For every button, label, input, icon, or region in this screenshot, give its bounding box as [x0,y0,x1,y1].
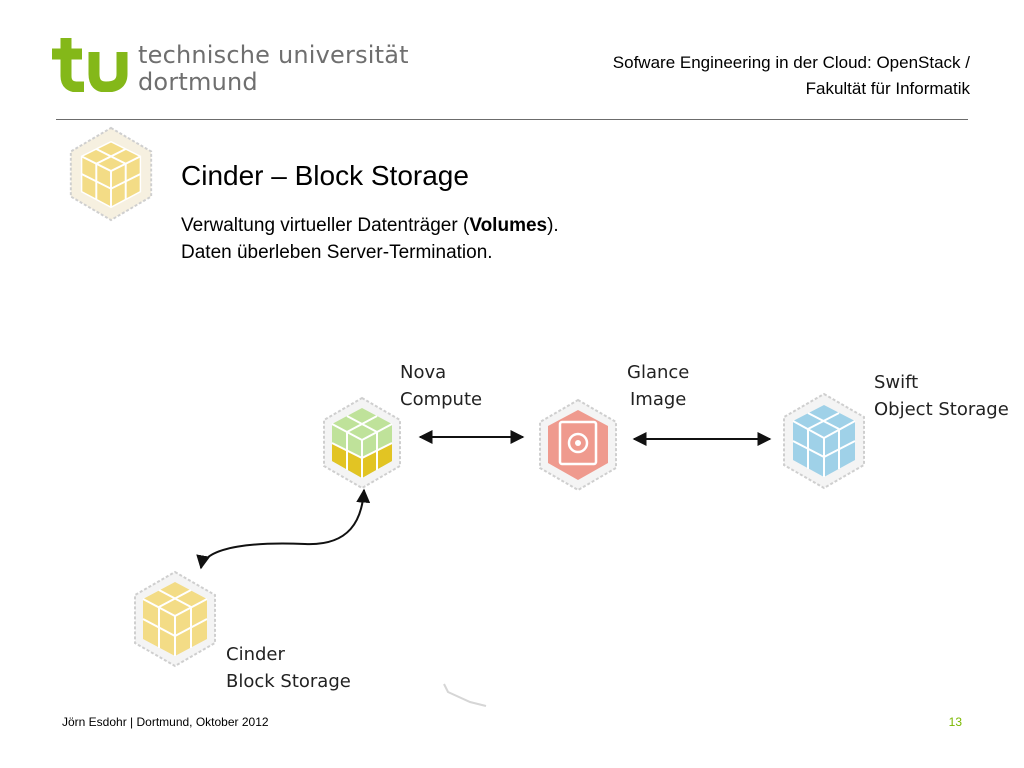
cinder-nova-arrow [196,488,371,570]
body-text-bold: Volumes [469,215,548,236]
university-name-line1: technische universität [138,41,409,69]
slide-body-line2: Daten überleben Server-Termination. [181,242,493,263]
swift-object-storage-icon [783,392,865,490]
header-title-line2: Fakultät für Informatik [805,79,970,98]
openstack-diagram [134,392,865,707]
slide-title: Cinder – Block Storage [181,160,469,191]
slide-body-line1: Verwaltung virtueller Datenträger (Volum… [181,213,559,239]
cinder-block-storage-icon [134,570,216,668]
glance-image-icon [539,398,617,492]
university-name-line2: dortmund [138,68,258,96]
glance-label-line2: Image [630,389,687,410]
header-divider [56,119,968,120]
nova-label-line1: Nova [400,362,447,383]
cinder-label-line1: Cinder [226,644,285,665]
footer-author-date: Jörn Esdohr | Dortmund, Oktober 2012 [62,715,269,729]
swift-label-line2: Object Storage [874,399,1009,420]
glance-label-line1: Glance [627,362,690,383]
tu-dortmund-logo [52,38,128,92]
nova-compute-icon [323,396,401,490]
cinder-cube-icon [69,126,153,222]
cinder-label-line2: Block Storage [226,671,351,692]
faint-mark [443,683,487,707]
header-title-line1: Sofware Engineering in der Cloud: OpenSt… [612,53,970,72]
body-text-before: Verwaltung virtueller Datenträger ( [181,215,470,236]
page-number: 13 [948,715,962,729]
nova-label-line2: Compute [400,389,483,410]
body-text-after: ). [547,215,559,236]
swift-label-line1: Swift [874,372,919,393]
